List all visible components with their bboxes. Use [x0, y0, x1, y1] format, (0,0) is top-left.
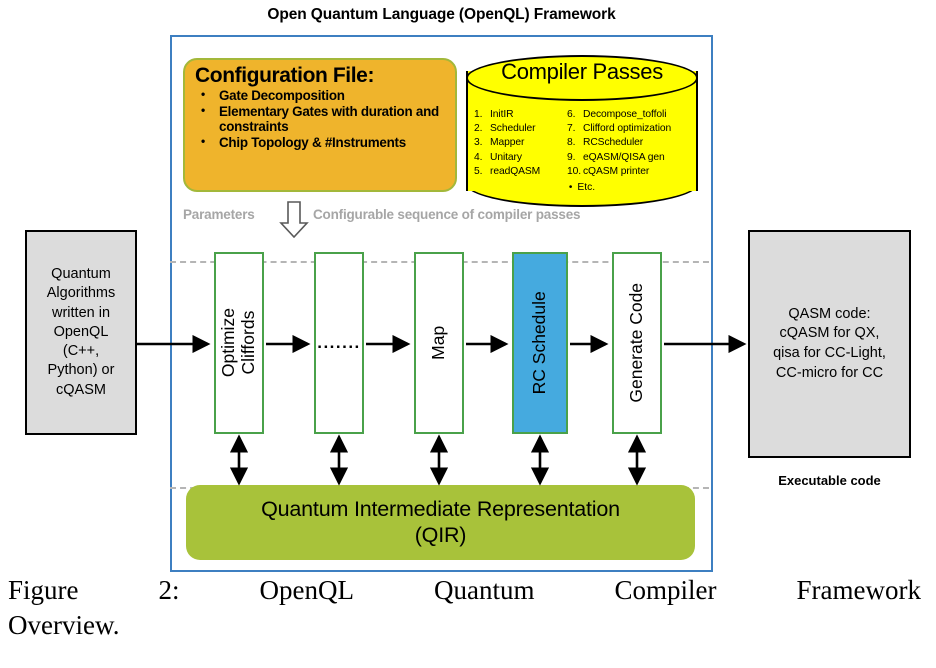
caption-word: Framework [796, 575, 921, 605]
cylinder-top-ellipse [466, 55, 698, 101]
pass-number: 6. [567, 109, 576, 120]
qir-line-2: (QIR) [414, 522, 467, 547]
configuration-file-box: Configuration File: Gate Decomposition E… [183, 58, 457, 192]
list-item: 3. Mapper [474, 136, 567, 150]
pipeline-box-rc-schedule: RC Schedule [512, 252, 568, 434]
input-line: (C++, [62, 343, 100, 360]
bullet-icon: • [568, 182, 573, 193]
caption-word: Compiler [614, 575, 717, 605]
input-box-text: Quantum Algorithms written in OpenQL (C+… [47, 265, 116, 400]
pass-number: 8. [567, 137, 576, 149]
caption-word: Figure [8, 575, 79, 605]
framework-title: Open Quantum Language (OpenQL) Framework [267, 6, 616, 23]
pass-number: 5. [474, 165, 483, 177]
output-line: CC-micro for CC [775, 364, 884, 381]
pass-number: 7. [567, 123, 576, 135]
compiler-passes-title: Compiler Passes [501, 59, 663, 84]
pass-label: readQASM [490, 165, 541, 177]
executable-code-label: Executable code [778, 473, 881, 488]
output-box-text: QASM code: cQASM for QX, qisa for CC-Lig… [773, 305, 886, 383]
input-line: OpenQL [53, 323, 109, 340]
list-item: 8. RCScheduler [567, 136, 694, 150]
qir-bar: Quantum Intermediate Representation (QIR… [186, 485, 695, 560]
compiler-passes-etc: • Etc. [466, 182, 698, 193]
pass-number: 10. [567, 165, 582, 177]
configuration-file-title: Configuration File: [195, 64, 375, 87]
list-item: 9. eQASM/QISA gen [567, 151, 694, 165]
pass-label: Scheduler [490, 123, 536, 135]
pass-label: Decompose_toffoli [583, 109, 667, 120]
pipeline-box-optimize-cliffords: Optimize Cliffords [214, 252, 264, 434]
list-item: Gate Decomposition [195, 87, 447, 104]
pipeline-box-label: RC Schedule [529, 291, 550, 395]
input-line: Algorithms [46, 285, 116, 302]
list-item: 6. Decompose_toffoli [567, 108, 694, 122]
caption-word: 2: [158, 575, 180, 605]
input-line: Python) or [47, 362, 115, 379]
pipeline-box-map: Map [414, 252, 464, 434]
pass-label: Mapper [490, 137, 525, 149]
output-line: qisa for CC-Light, [773, 345, 886, 361]
list-item: Elementary Gates with duration and const… [195, 103, 447, 135]
pass-label: Clifford optimization [583, 123, 672, 135]
pass-label: cQASM printer [583, 165, 650, 177]
configurable-sequence-label: Configurable sequence of compiler passes [313, 207, 581, 222]
input-line: cQASM [56, 381, 106, 398]
compiler-passes-left-column: 1. InitIR 2. Scheduler 3. Mapper 4. Unit… [470, 108, 567, 179]
qir-line-1: Quantum Intermediate Representation [261, 496, 620, 521]
pass-number: 1. [474, 109, 483, 120]
pass-number: 2. [474, 123, 483, 135]
pipeline-box-ellipsis: ....... [314, 252, 364, 434]
caption-line-1: Figure 2: OpenQL Quantum Compiler Framew… [8, 573, 921, 608]
figure-caption: Figure 2: OpenQL Quantum Compiler Framew… [8, 573, 928, 642]
pipeline-box-label: Map [428, 325, 449, 361]
list-item: 1. InitIR [474, 108, 567, 122]
pass-number: 4. [474, 151, 483, 163]
pass-label: RCScheduler [583, 137, 644, 149]
pipeline-box-label: ....... [317, 333, 361, 352]
parameters-label: Parameters [183, 207, 255, 222]
list-item: 10. cQASM printer [567, 165, 694, 179]
input-line: written in [51, 304, 111, 321]
pass-number: 3. [474, 137, 483, 149]
caption-line-2: Overview. [8, 609, 120, 640]
caption-word: OpenQL [259, 575, 354, 605]
compiler-passes-cylinder: Compiler Passes 1. InitIR 2. Scheduler 3… [466, 55, 698, 208]
list-item: 2. Scheduler [474, 122, 567, 136]
input-box: Quantum Algorithms written in OpenQL (C+… [25, 230, 137, 435]
compiler-passes-right-column: 6. Decompose_toffoli 7. Clifford optimiz… [567, 108, 694, 179]
pipeline-box-label: Optimize Cliffords [218, 308, 259, 378]
list-item: Chip Topology & #Instruments [195, 134, 447, 151]
etc-label: Etc. [577, 182, 596, 193]
output-line: QASM code: [788, 305, 871, 322]
list-item: 7. Clifford optimization [567, 122, 694, 136]
pass-number: 9. [567, 151, 576, 163]
pass-label: Unitary [490, 151, 522, 163]
pipeline-box-label: Generate Code [626, 283, 647, 403]
pipeline-box-generate-code: Generate Code [612, 252, 662, 434]
caption-word: Quantum [434, 575, 535, 605]
output-line: cQASM for QX, [779, 325, 880, 342]
compiler-passes-columns: 1. InitIR 2. Scheduler 3. Mapper 4. Unit… [470, 108, 694, 179]
down-arrow-icon [279, 201, 309, 238]
list-item: 4. Unitary [474, 151, 567, 165]
pass-label: eQASM/QISA gen [583, 151, 665, 163]
configuration-file-list: Gate Decomposition Elementary Gates with… [195, 87, 447, 151]
output-box: QASM code: cQASM for QX, qisa for CC-Lig… [748, 230, 911, 458]
input-line: Quantum [51, 266, 111, 283]
pass-label: InitIR [490, 109, 514, 120]
list-item: 5. readQASM [474, 165, 567, 179]
